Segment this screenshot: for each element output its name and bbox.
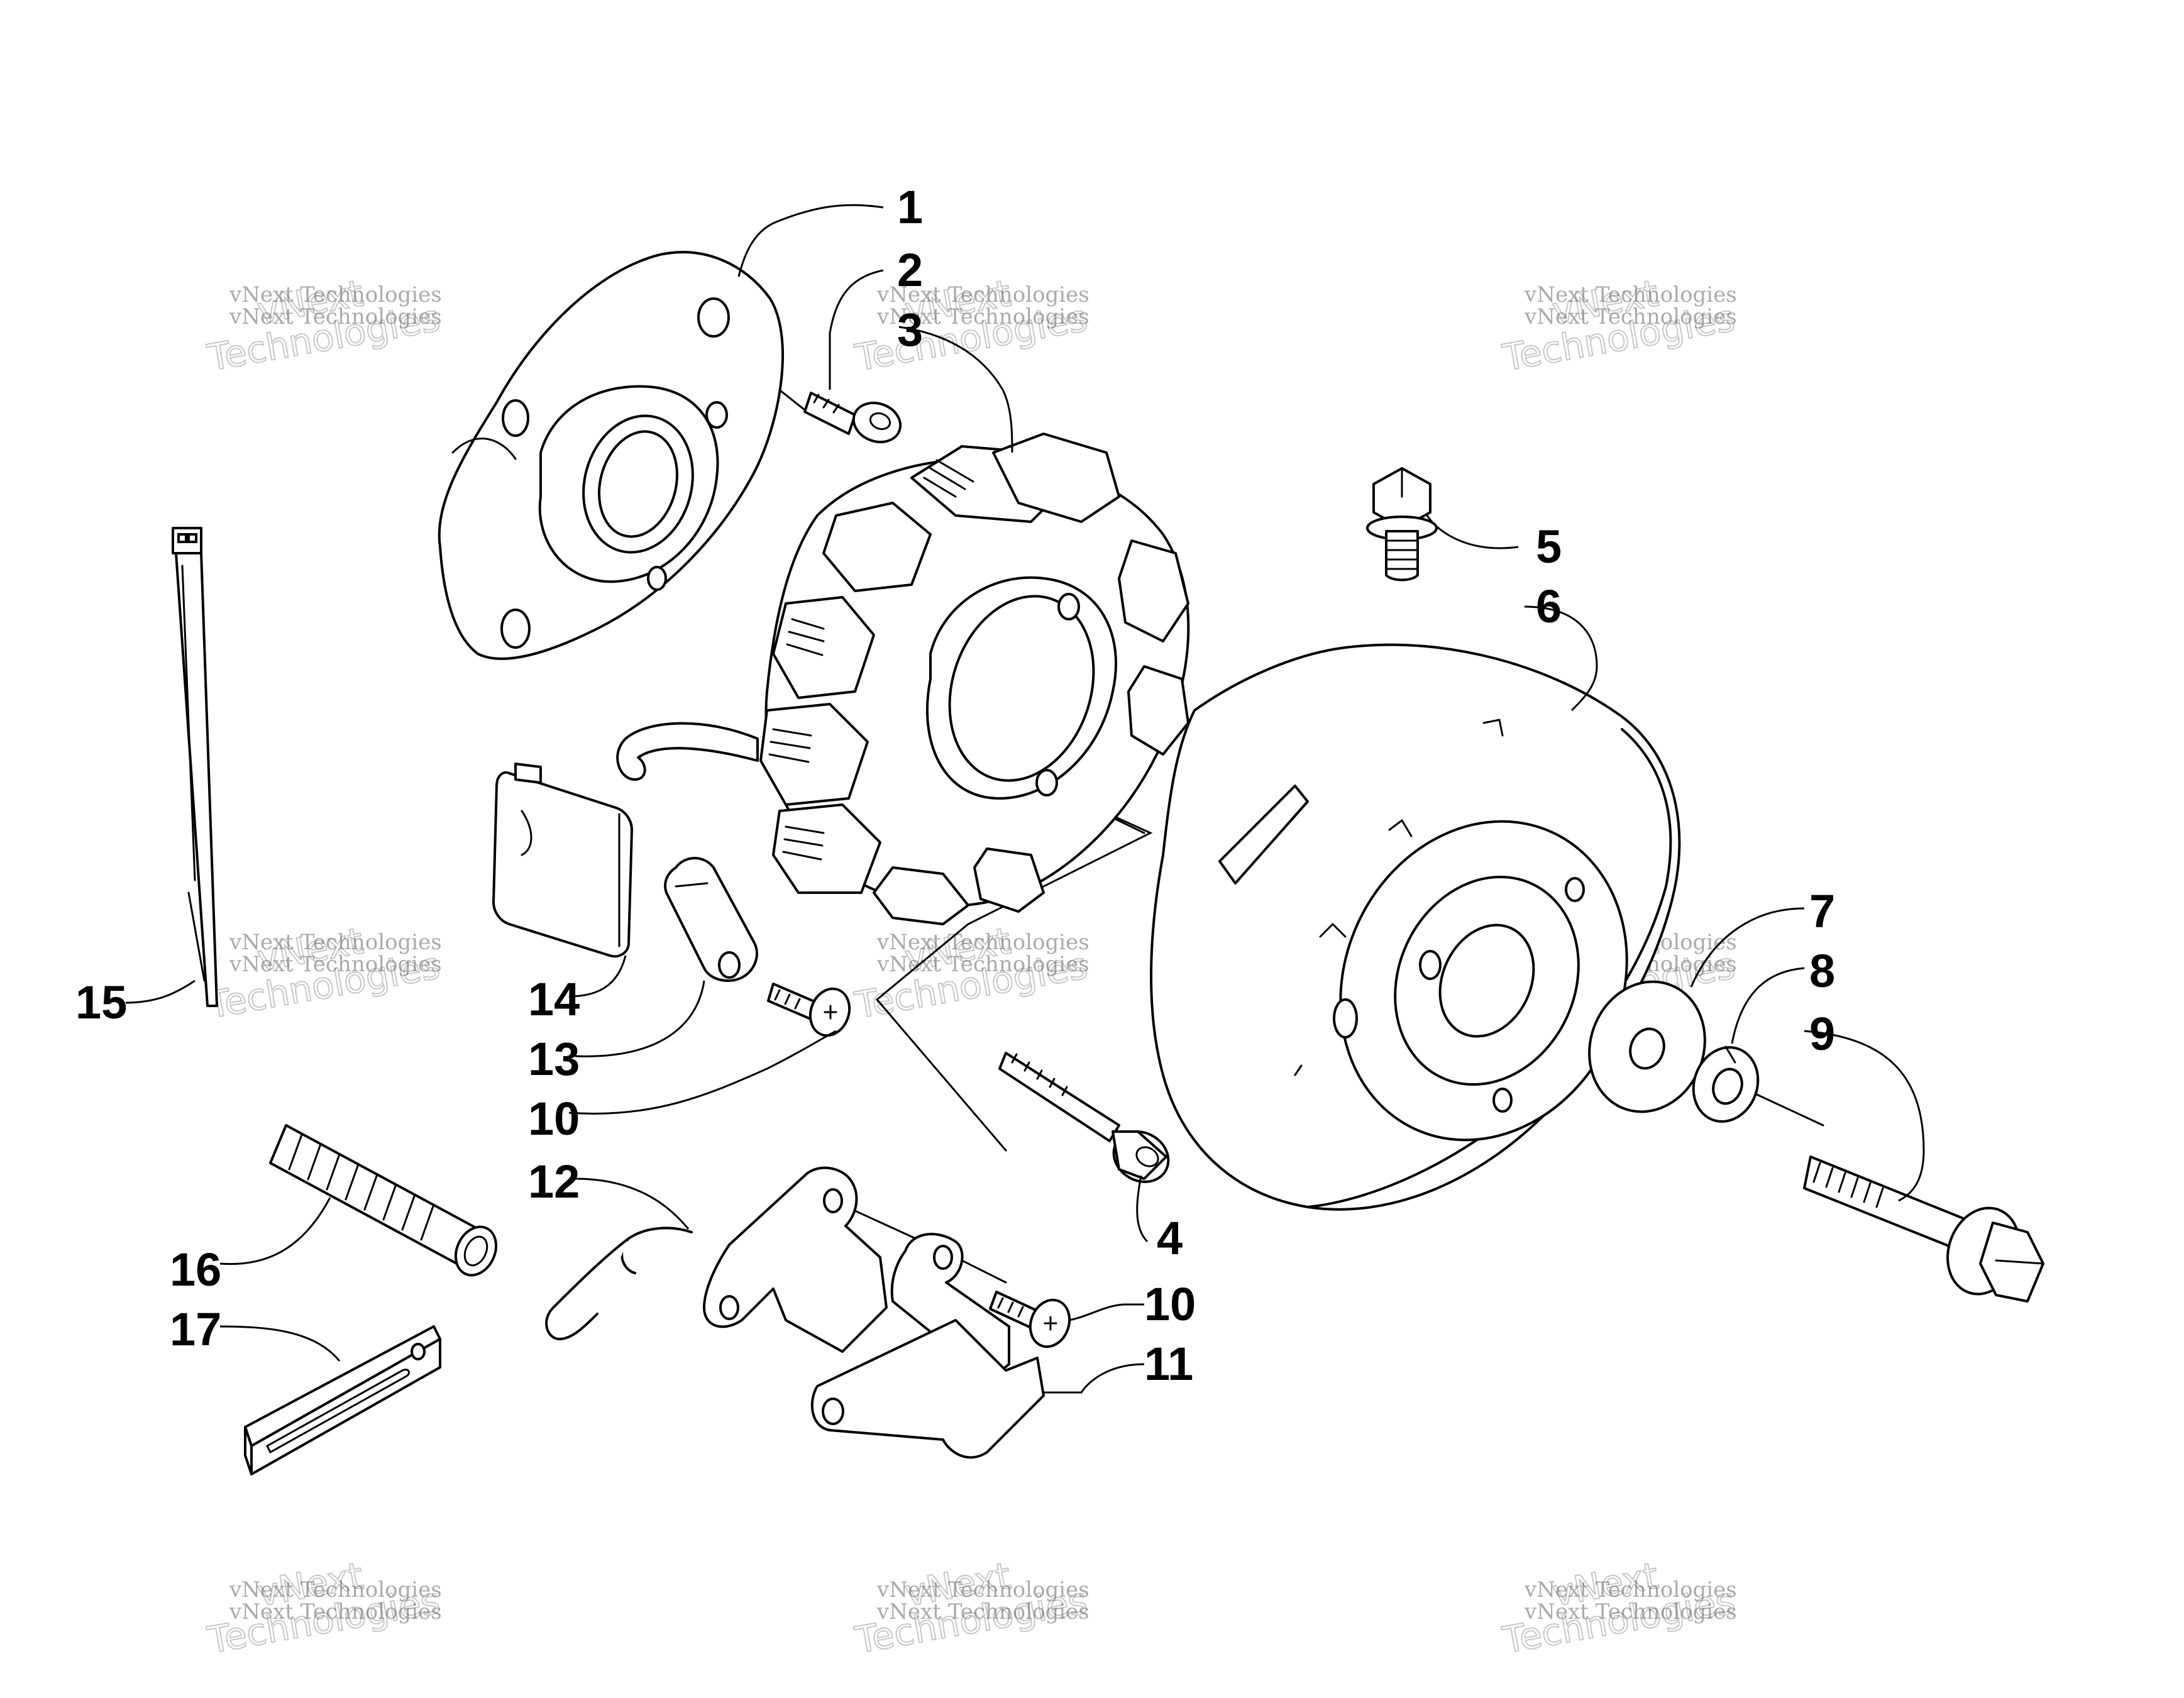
watermark-text: vNext Technologies xyxy=(876,304,1089,329)
bracket xyxy=(810,1233,1045,1459)
callout-15: 15 xyxy=(75,976,127,1028)
callout-17: 17 xyxy=(170,1303,221,1355)
socket-screw xyxy=(803,392,902,444)
watermark-text: vNext Technologies xyxy=(876,952,1089,977)
callout-11: 11 xyxy=(1144,1338,1193,1390)
watermark-text: vNext Technologies xyxy=(229,952,442,977)
stator xyxy=(616,433,1190,925)
watermark-text: vNext Technologies xyxy=(876,1599,1089,1624)
watermark-text: vNext Technologies xyxy=(1524,304,1737,329)
watermark-text: vNext Technologies xyxy=(229,1577,442,1602)
callout-5: 5 xyxy=(1536,521,1562,573)
flywheel xyxy=(1150,643,1681,1211)
flywheel-bolt xyxy=(1803,1155,2044,1303)
spring-sleeve xyxy=(269,1124,498,1277)
watermark: vNext Technologies xyxy=(851,271,1091,380)
callout-1: 1 xyxy=(897,181,923,233)
wire-clamp xyxy=(664,857,758,982)
callout-10: 10 xyxy=(528,1093,580,1145)
callout-6: 6 xyxy=(1536,580,1562,632)
watermark-text: vNext Technologies xyxy=(1524,1577,1737,1602)
callout-4: 4 xyxy=(1157,1212,1183,1264)
pulser-coil xyxy=(545,1166,888,1353)
cable-tie xyxy=(172,527,218,1007)
watermark-text: vNext Technologies xyxy=(1524,282,1737,307)
stator-plate xyxy=(438,251,784,660)
callout-7: 7 xyxy=(1809,885,1835,937)
callout-13: 13 xyxy=(528,1033,580,1085)
lock-washer xyxy=(1692,1045,1760,1123)
callout-16: 16 xyxy=(170,1243,221,1296)
watermark-text: vNext Technologies xyxy=(229,282,442,307)
pan-head-screw xyxy=(767,983,851,1037)
watermark-text: vNext Technologies xyxy=(876,930,1089,955)
callout-8: 8 xyxy=(1809,945,1835,997)
watermark-text: vNext Technologies xyxy=(1524,1599,1737,1624)
watermark-text: vNext Technologies xyxy=(876,1577,1089,1602)
leader-lines xyxy=(125,204,1925,1394)
watermark-text: vNext Technologies xyxy=(876,282,1089,307)
watermark-text: vNext Technologies xyxy=(229,930,442,955)
callout-labels: 1 2 3 4 5 6 7 8 9 10 10 11 12 13 14 15 1… xyxy=(75,181,1835,1390)
socket-bolt xyxy=(998,1052,1170,1183)
callout-2: 2 xyxy=(897,244,923,296)
callout-9: 9 xyxy=(1809,1008,1835,1060)
grommet xyxy=(492,763,633,958)
pan-head-screw xyxy=(989,1291,1071,1348)
watermark-text: vNext Technologies xyxy=(229,304,442,329)
watermark-text: vNext Technologies xyxy=(229,1599,442,1624)
callout-14: 14 xyxy=(528,973,580,1025)
callout-3: 3 xyxy=(897,304,923,356)
callout-10: 10 xyxy=(1144,1278,1196,1330)
flange-bolt xyxy=(1366,467,1438,582)
slotted-strap xyxy=(244,1325,441,1475)
callout-12: 12 xyxy=(528,1155,580,1208)
